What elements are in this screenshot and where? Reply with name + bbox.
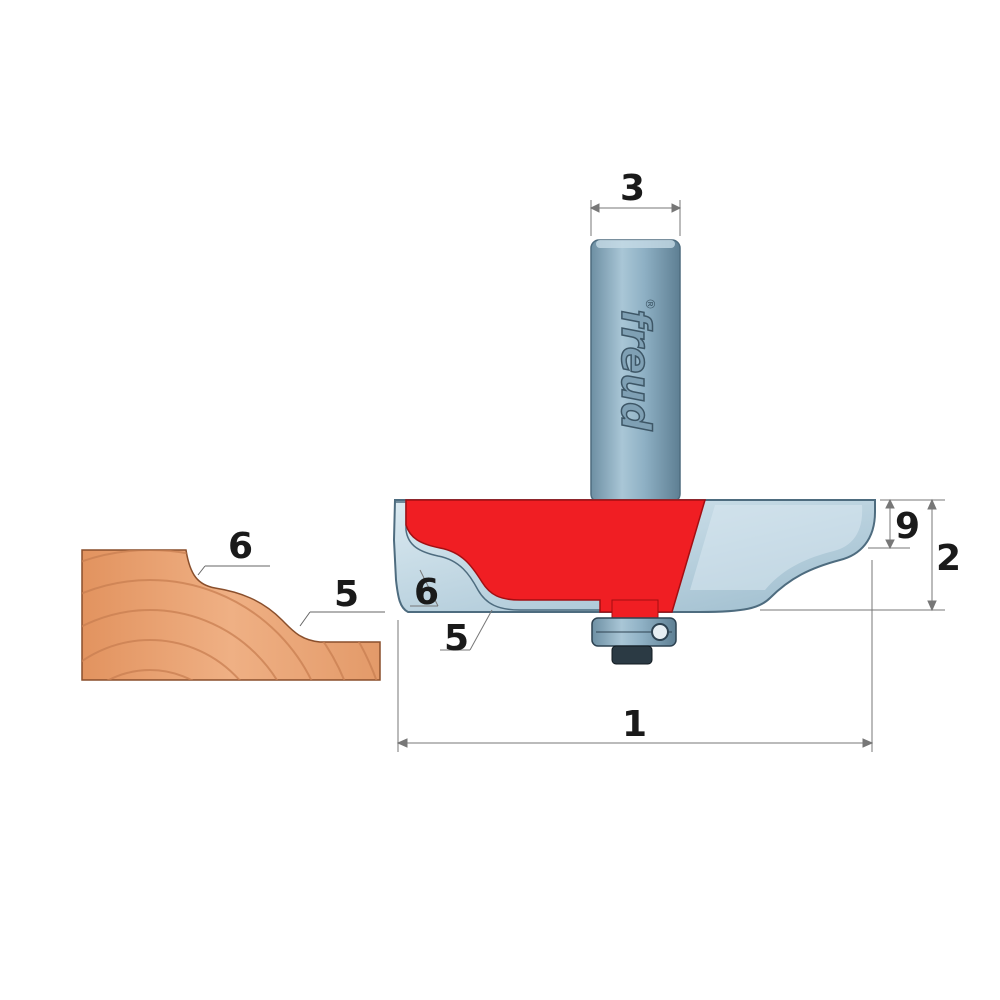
- wood-grain: [82, 550, 380, 680]
- dim-label-height: 2: [936, 538, 961, 579]
- bit-label-6: 6: [414, 572, 439, 613]
- dim-label-diameter: 1: [622, 704, 647, 745]
- router-bit: freud ®: [392, 239, 876, 665]
- logo-text: freud: [612, 309, 658, 431]
- profile-label-6: 6: [228, 526, 253, 567]
- wood-profile: 6 5: [81, 526, 385, 681]
- profile-label-5: 5: [334, 574, 359, 615]
- dim-label-depth: 9: [895, 506, 920, 547]
- dimension-labels: 3 1 2 9 6 5: [414, 168, 961, 745]
- registered-mark: ®: [643, 298, 657, 310]
- bearing: [591, 617, 677, 665]
- wood-block: [81, 549, 381, 681]
- dimensions: [396, 200, 945, 752]
- carbide-cutter: [405, 499, 707, 613]
- dim-label-shank: 3: [620, 168, 645, 209]
- bit-label-5: 5: [444, 618, 469, 659]
- brand-logo: freud ®: [611, 298, 659, 432]
